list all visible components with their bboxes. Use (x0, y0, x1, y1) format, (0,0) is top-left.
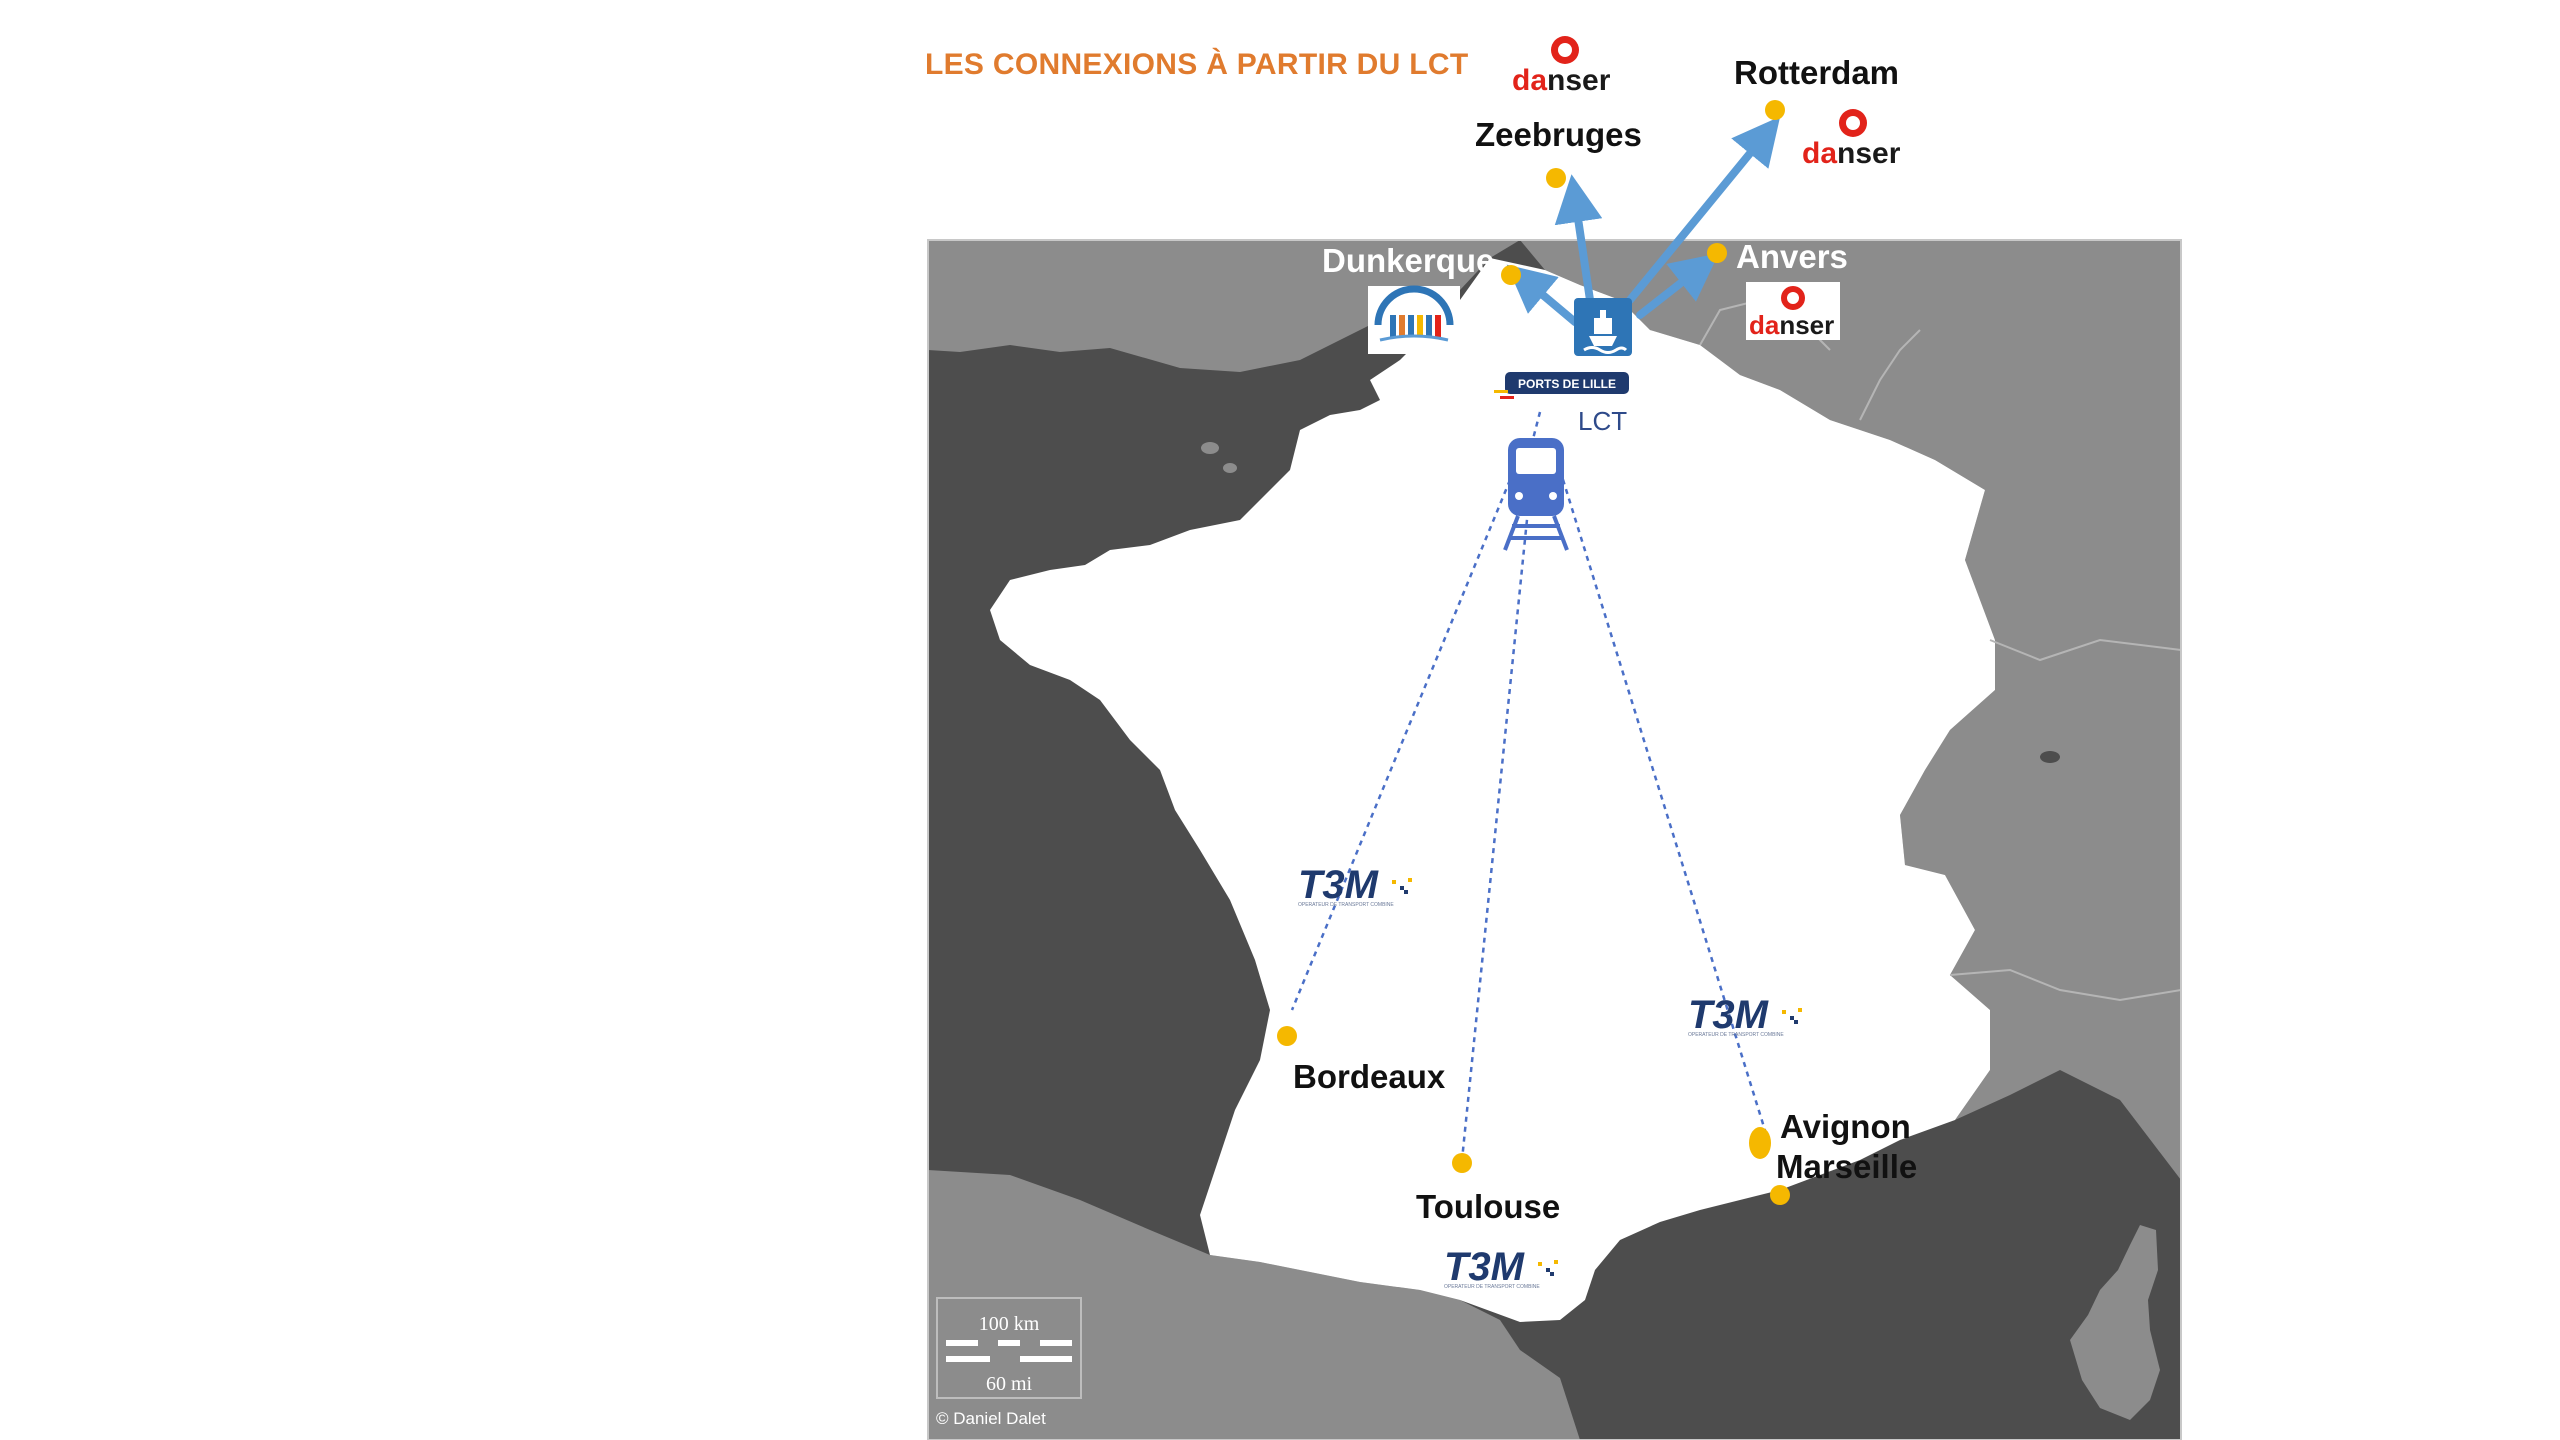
label-zeebruges: Zeebruges (1475, 116, 1642, 153)
danser-suffix: nser (1779, 310, 1834, 340)
marker-zeebruges[interactable] (1546, 168, 1566, 188)
ship-icon (1574, 298, 1632, 356)
map-credit: © Daniel Dalet (936, 1409, 1046, 1428)
ports-de-lille-badge: PORTS DE LILLE (1494, 372, 1629, 399)
scale-km: 100 km (979, 1313, 1040, 1335)
land-spain (928, 1170, 1580, 1440)
lake (2040, 751, 2060, 763)
t3m-text: T3M (1444, 1245, 1526, 1289)
label-anvers: Anvers (1736, 238, 1848, 275)
scale-bar: 100 km 60 mi (936, 1297, 1082, 1399)
arrow-to-dunkerque (1506, 264, 1579, 326)
label-toulouse: Toulouse (1416, 1188, 1560, 1225)
svg-text:danser: danser (1512, 64, 1611, 97)
svg-text:danser: danser (1749, 310, 1834, 340)
danser-prefix: da (1802, 137, 1837, 170)
svg-text:danser: danser (1802, 137, 1901, 170)
marker-avignon[interactable] (1749, 1127, 1771, 1159)
arrow-to-anvers (1636, 253, 1719, 319)
label-marseille: Marseille (1776, 1148, 1917, 1185)
scale-mi: 60 mi (986, 1373, 1033, 1395)
marker-anvers[interactable] (1707, 243, 1727, 263)
danser-suffix: nser (1547, 64, 1611, 97)
t3m-text: T3M (1688, 993, 1770, 1037)
marker-toulouse[interactable] (1452, 1153, 1472, 1173)
train-icon (1503, 438, 1569, 551)
marker-bordeaux[interactable] (1277, 1026, 1297, 1046)
rail-line-avignon (1558, 469, 1770, 1141)
land-neighbors-east (1520, 240, 2181, 1180)
land-uk (928, 240, 1520, 372)
t3m-logo: T3M OPERATEUR DE TRANSPORT COMBINE (1298, 863, 1412, 908)
t3m-tagline: OPERATEUR DE TRANSPORT COMBINE (1298, 902, 1394, 908)
t3m-tagline: OPERATEUR DE TRANSPORT COMBINE (1444, 1284, 1540, 1290)
sea-arrows (1506, 116, 1781, 326)
danser-prefix: da (1749, 310, 1780, 340)
t3m-tagline: OPERATEUR DE TRANSPORT COMBINE (1688, 1032, 1784, 1038)
island (1201, 442, 1219, 454)
t3m-logo: T3M OPERATEUR DE TRANSPORT COMBINE (1688, 993, 1802, 1038)
danser-prefix: da (1512, 64, 1547, 97)
label-avignon: Avignon (1780, 1108, 1911, 1145)
island (1223, 463, 1237, 473)
label-bordeaux: Bordeaux (1293, 1058, 1446, 1095)
page-title: LES CONNEXIONS À PARTIR DU LCT (925, 48, 1469, 81)
land-france (990, 258, 1995, 1322)
map-frame (927, 239, 2182, 1440)
port-markers (1277, 100, 1790, 1205)
ports-de-lille-label: PORTS DE LILLE (1518, 377, 1616, 391)
marker-marseille[interactable] (1770, 1185, 1790, 1205)
rail-lines (1290, 411, 1770, 1161)
nord-ports-shuttle-logo (1368, 285, 1460, 354)
danser-logo: danser (1512, 36, 1611, 97)
marker-rotterdam[interactable] (1765, 100, 1785, 120)
t3m-text: T3M (1298, 863, 1380, 907)
land-corsica (2070, 1225, 2160, 1420)
arrow-to-rotterdam (1626, 116, 1781, 304)
t3m-logo: T3M OPERATEUR DE TRANSPORT COMBINE (1444, 1245, 1558, 1290)
rail-line-toulouse (1460, 489, 1532, 1161)
label-dunkerque: Dunkerque (1322, 242, 1494, 279)
marker-dunkerque[interactable] (1501, 265, 1521, 285)
danser-logo: danser (1746, 282, 1840, 340)
danser-logo: danser (1802, 109, 1901, 170)
label-rotterdam: Rotterdam (1734, 54, 1899, 91)
arrow-to-zeebruges (1554, 174, 1603, 304)
danser-suffix: nser (1837, 137, 1901, 170)
hub-label: LCT (1578, 406, 1627, 436)
